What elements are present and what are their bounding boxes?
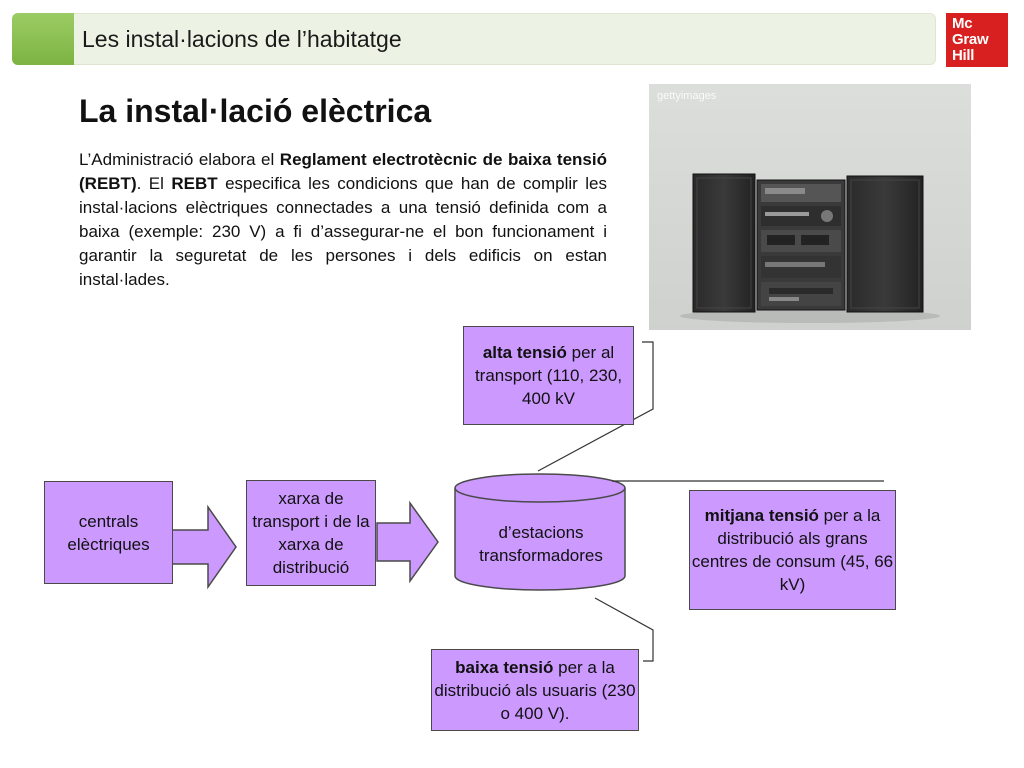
photo-watermark: gettyimages bbox=[657, 90, 717, 102]
body-text-1: L’Administració elabora el bbox=[79, 150, 280, 169]
stereo-illustration: gettyimages bbox=[649, 84, 971, 330]
alta-bold: alta tensió bbox=[482, 343, 567, 362]
header-title: Les instal·lacions de l’habitatge bbox=[82, 26, 402, 52]
centrals-label: centrals elèctriques bbox=[67, 511, 150, 554]
header-bar bbox=[12, 13, 936, 65]
baixa-text: baixa tensió per a la distribució als us… bbox=[432, 656, 638, 725]
alta-text: alta tensió per al transport (110, 230, … bbox=[464, 341, 633, 410]
body-bold-2: REBT bbox=[171, 174, 218, 193]
baixa-bold: baixa tensió bbox=[455, 657, 554, 677]
mcgraw-hill-logo: Mc Graw Hill bbox=[946, 13, 1008, 67]
box-estacions: d’estacions transformadores bbox=[463, 506, 619, 582]
header-accent bbox=[12, 13, 74, 65]
slide-title: La instal·lació elèctrica bbox=[79, 93, 432, 129]
logo-line-2: Graw bbox=[952, 31, 989, 48]
transformer-cylinder bbox=[454, 473, 626, 591]
connector-alta bbox=[537, 341, 654, 472]
xarxa-label: xarxa de transport i de la xarxa de dist… bbox=[252, 489, 370, 577]
logo-line-3: Hill bbox=[952, 47, 975, 64]
body-paragraph: L’Administració elabora el Reglament ele… bbox=[79, 148, 607, 292]
mitjana-rest: per a la distribució als grans centres d… bbox=[691, 506, 894, 594]
mitjana-text: mitjana tensió per a la distribució als … bbox=[690, 504, 895, 596]
alta-rest: per al transport (110, 230, 400 kV bbox=[474, 343, 623, 408]
box-centrals: centrals elèctriques bbox=[44, 481, 173, 584]
mitjana-bold: mitjana tensió bbox=[704, 506, 819, 525]
estacions-label: d’estacions transformadores bbox=[479, 523, 603, 565]
connector-baixa bbox=[594, 597, 654, 662]
body-text-2: . El bbox=[136, 174, 172, 193]
logo-line-1: Mc bbox=[952, 15, 973, 32]
box-xarxa: xarxa de transport i de la xarxa de dist… bbox=[246, 480, 376, 586]
body-text-3: especifica les condicions que han de com… bbox=[79, 174, 607, 289]
box-alta-tensio: alta tensió per al transport (110, 230, … bbox=[463, 326, 634, 425]
box-mitjana-tensio: mitjana tensió per a la distribució als … bbox=[689, 490, 896, 610]
box-baixa-tensio: baixa tensió per a la distribució als us… bbox=[431, 649, 639, 731]
arrow-1 bbox=[171, 504, 237, 590]
baixa-rest: per a la distribució als usuaris (230 o … bbox=[434, 657, 636, 723]
stereo-photo: gettyimages bbox=[649, 84, 971, 330]
arrow-2 bbox=[376, 500, 439, 584]
body-bold-1: Reglament electrotècnic de baixa tensió … bbox=[79, 150, 607, 193]
